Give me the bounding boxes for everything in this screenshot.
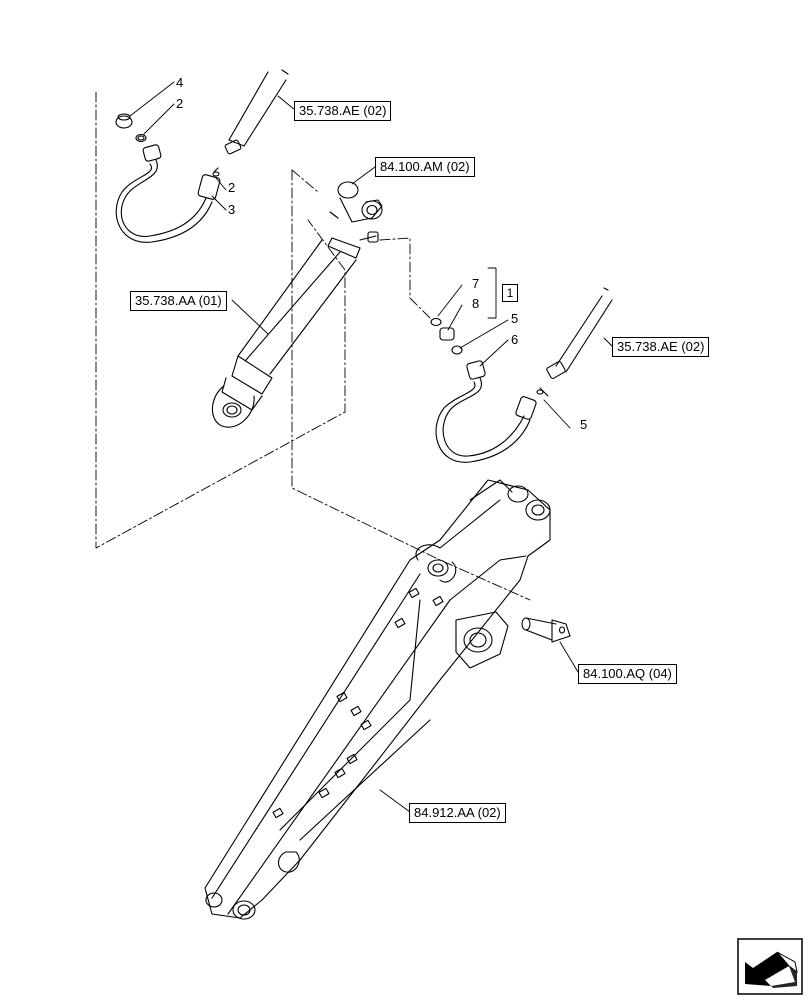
ref-box-arm-cylinder-line-right[interactable]: 35.738.AE (02) (612, 337, 710, 357)
callout-5-lower: 5 (580, 417, 588, 432)
arrow-icon[interactable] (737, 938, 803, 995)
right-pipe (539, 287, 613, 397)
leader-lines (129, 81, 613, 813)
callout-2-lower: 2 (228, 180, 236, 195)
right-hose (430, 317, 537, 463)
left-hose (115, 113, 221, 243)
callout-5-upper: 5 (511, 311, 519, 326)
group-marker-box[interactable]: 1 (502, 284, 518, 302)
arm-structure (204, 479, 551, 920)
callout-4: 4 (176, 75, 184, 90)
o-rings (137, 135, 544, 395)
ref-box-cylinder-pin[interactable]: 84.100.AM (02) (375, 157, 475, 177)
ref-box-arm-cylinder[interactable]: 35.738.AA (01) (130, 291, 227, 311)
callout-8: 8 (472, 296, 480, 311)
ref-box-arm[interactable]: 84.912.AA (02) (409, 803, 506, 823)
arm-cylinder (211, 181, 383, 428)
callout-6: 6 (511, 332, 519, 347)
callout-7: 7 (472, 276, 480, 291)
assembly-lines (95, 91, 531, 601)
ref-box-arm-cylinder-line-upper[interactable]: 35.738.AE (02) (294, 101, 392, 121)
arm-pin (521, 617, 571, 643)
upper-pipe (224, 69, 289, 155)
ref-box-arm-pin[interactable]: 84.100.AQ (04) (578, 664, 677, 684)
callout-2-upper: 2 (176, 96, 184, 111)
callout-3: 3 (228, 202, 236, 217)
